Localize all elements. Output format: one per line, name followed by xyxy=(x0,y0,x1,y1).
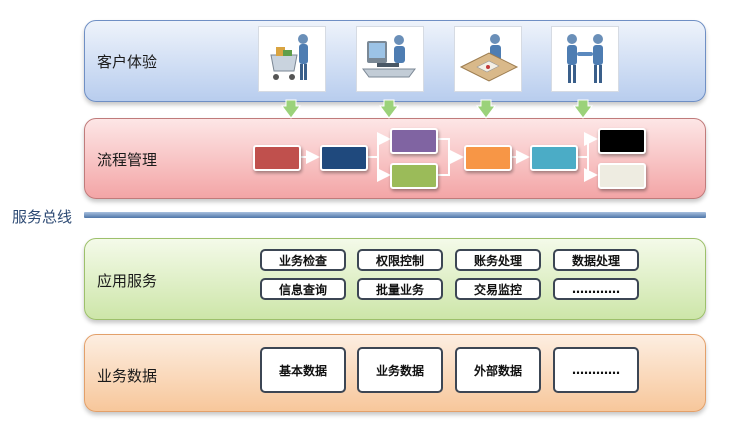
computer-user-icon xyxy=(356,26,424,92)
process-step-6a xyxy=(598,128,646,154)
desk-work-icon xyxy=(454,26,522,92)
process-step-5 xyxy=(530,145,578,171)
data-external: 外部数据 xyxy=(455,347,541,393)
business-data-title: 业务数据 xyxy=(97,367,158,385)
service-data-processing: 数据处理 xyxy=(553,249,639,271)
process-step-3a xyxy=(390,128,438,154)
down-arrow-icon xyxy=(573,99,593,119)
service-accounting: 账务处理 xyxy=(455,249,541,271)
service-bus-line xyxy=(84,212,706,218)
process-step-2 xyxy=(320,145,368,171)
process-management-title: 流程管理 xyxy=(97,151,158,169)
handshake-icon xyxy=(551,26,619,92)
process-step-6b xyxy=(598,163,646,189)
customer-experience-title: 客户体验 xyxy=(97,53,158,71)
process-step-4 xyxy=(464,145,512,171)
data-basic: 基本数据 xyxy=(260,347,346,393)
service-permission-control: 权限控制 xyxy=(357,249,443,271)
service-business-check: 业务检查 xyxy=(260,249,346,271)
service-info-query: 信息查询 xyxy=(260,278,346,300)
down-arrow-icon xyxy=(379,99,399,119)
service-more: ………… xyxy=(553,278,639,300)
application-service-title: 应用服务 xyxy=(97,272,158,290)
data-more: ………… xyxy=(553,347,639,393)
service-batch-business: 批量业务 xyxy=(357,278,443,300)
down-arrows xyxy=(281,99,593,119)
shopping-cart-icon xyxy=(258,26,326,92)
down-arrow-icon xyxy=(476,99,496,119)
process-step-1 xyxy=(253,145,301,171)
service-bus-label: 服务总线 xyxy=(12,208,73,226)
down-arrow-icon xyxy=(281,99,301,119)
service-transaction-monitor: 交易监控 xyxy=(455,278,541,300)
process-step-3b xyxy=(390,163,438,189)
data-business: 业务数据 xyxy=(357,347,443,393)
